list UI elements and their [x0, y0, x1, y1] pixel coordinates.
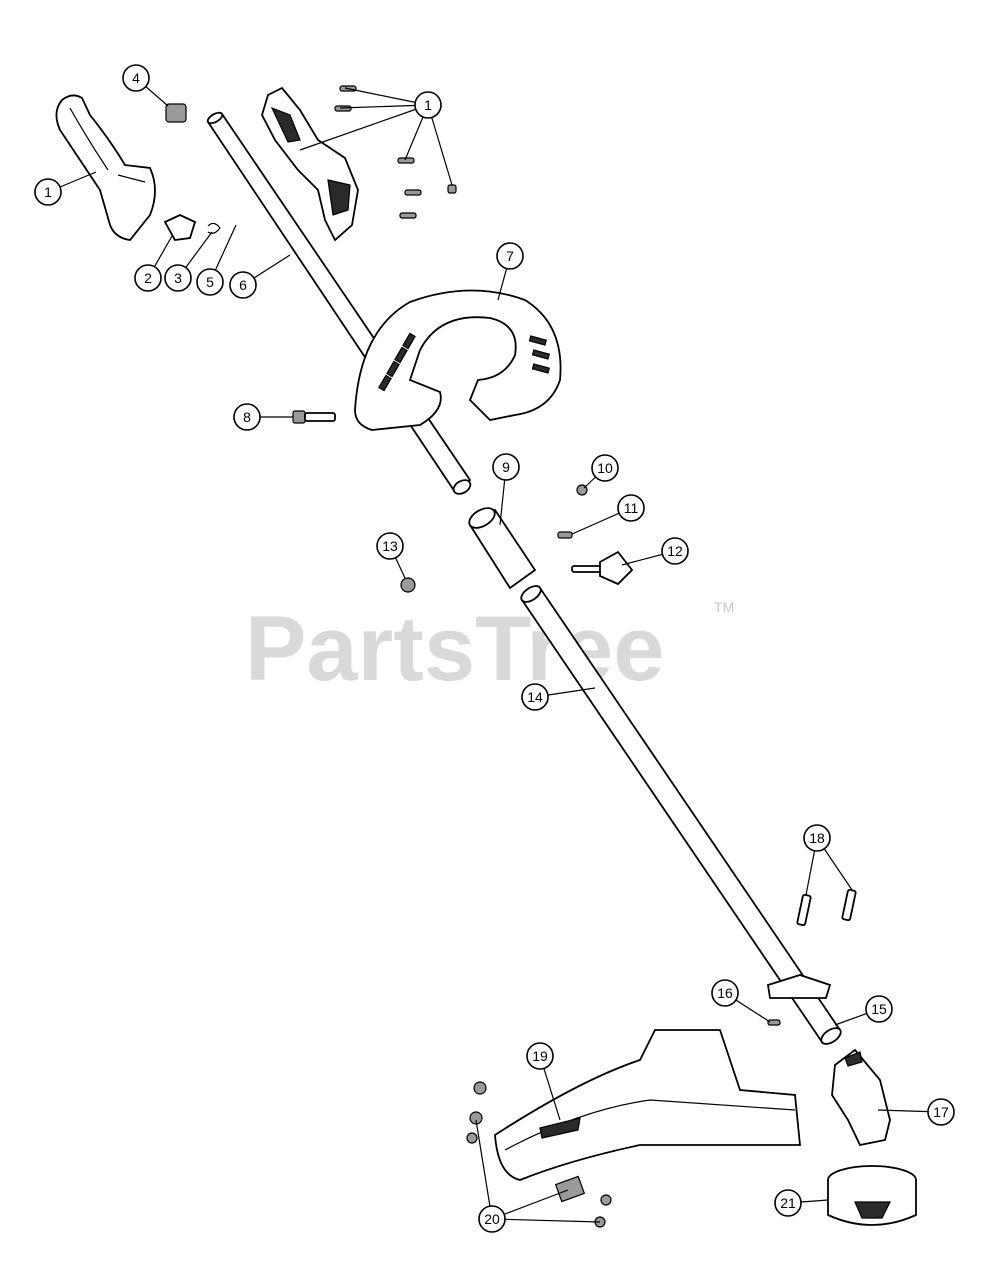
part-trimmer-head [827, 1165, 917, 1226]
callout-label: 13 [382, 538, 398, 554]
part-guard [494, 1029, 801, 1181]
part-handle-housing-left [55, 94, 156, 241]
callout-label: 9 [502, 459, 510, 475]
callout-label: 6 [239, 277, 247, 293]
callout-label: 2 [144, 270, 152, 286]
callout-label: 3 [174, 270, 182, 286]
part-handle-housing-right [261, 86, 359, 242]
callout-16: 16 [711, 979, 739, 1007]
callout-17: 17 [927, 1098, 955, 1126]
part-assist-handle [354, 289, 562, 431]
part-lower-shaft [520, 585, 842, 1045]
callout-label: 4 [132, 70, 140, 86]
callout-21: 21 [774, 1189, 802, 1217]
part-guard-fasteners [466, 1081, 612, 1228]
part-screw [557, 531, 573, 539]
part-nut-small [400, 577, 416, 593]
callout-label: 1 [44, 184, 52, 200]
callout-label: 16 [717, 985, 733, 1001]
callout-19: 19 [526, 1042, 554, 1070]
callout-label: 20 [484, 1211, 500, 1227]
callout-label: 17 [933, 1104, 949, 1120]
part-spring-clip [207, 222, 221, 234]
callout-8: 8 [233, 403, 261, 431]
part-screw-small [767, 1019, 781, 1026]
callout-2: 2 [134, 264, 162, 292]
part-knob [571, 550, 634, 586]
callout-18: 18 [803, 824, 831, 852]
watermark-trademark: TM [714, 599, 734, 615]
part-switch [165, 103, 187, 123]
callout-label: 21 [780, 1195, 796, 1211]
callout-11: 11 [617, 494, 645, 522]
part-coupler [468, 507, 537, 590]
part-gear-head [831, 1048, 891, 1147]
part-shaft-clamp [766, 974, 832, 999]
callout-label: 7 [506, 248, 514, 264]
callout-3: 3 [164, 264, 192, 292]
callout-15: 15 [865, 995, 893, 1023]
callout-1-top: 1 [414, 91, 442, 119]
callout-label: 8 [243, 409, 251, 425]
callout-14: 14 [521, 683, 549, 711]
callout-9: 9 [492, 453, 520, 481]
callout-1-left: 1 [34, 178, 62, 206]
callout-20: 20 [478, 1205, 506, 1233]
callout-label: 12 [667, 543, 683, 559]
callout-5: 5 [196, 268, 224, 296]
callout-4: 4 [122, 64, 150, 92]
part-bolt [292, 410, 336, 424]
callout-label: 5 [206, 274, 214, 290]
callout-label: 19 [532, 1048, 548, 1064]
callout-12: 12 [661, 537, 689, 565]
callout-label: 10 [597, 460, 613, 476]
part-bracket [163, 214, 197, 241]
callout-label: 15 [871, 1001, 887, 1017]
callout-label: 18 [809, 830, 825, 846]
callout-label: 11 [624, 500, 639, 516]
callout-label: 1 [424, 97, 432, 113]
part-guard-screws [796, 888, 857, 927]
callout-6: 6 [229, 271, 257, 299]
callout-13: 13 [376, 532, 404, 560]
callout-10: 10 [591, 454, 619, 482]
callout-label: 14 [527, 689, 543, 705]
callout-7: 7 [496, 242, 524, 270]
